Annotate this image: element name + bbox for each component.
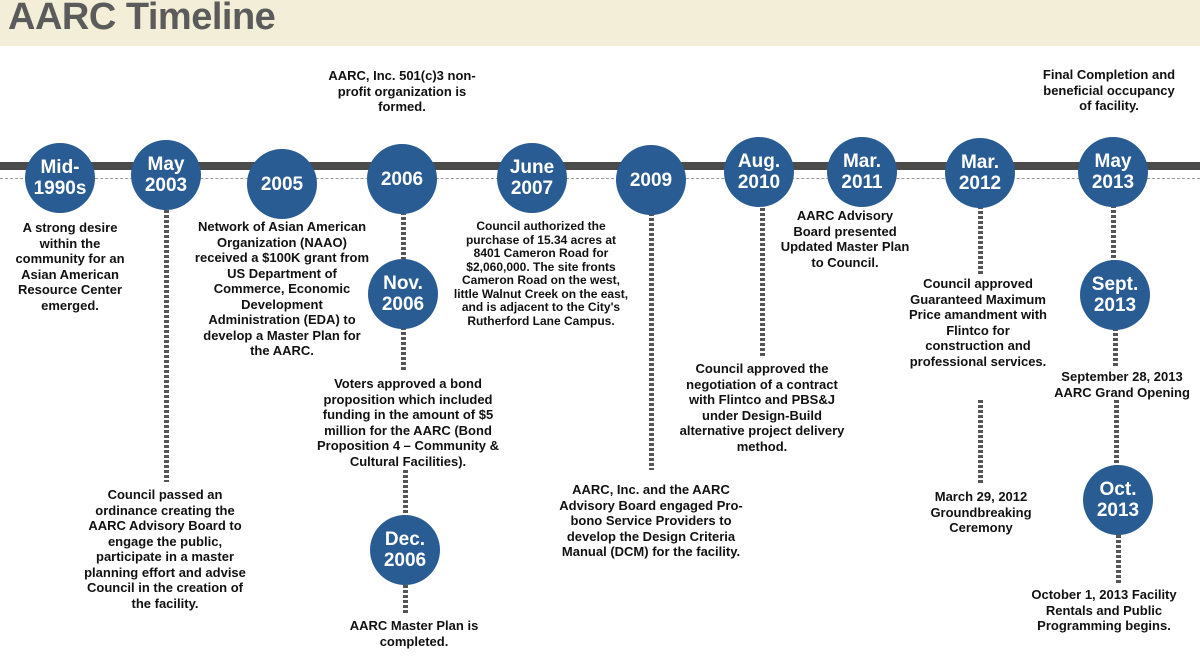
connector	[403, 585, 408, 615]
event-text: AARC, Inc. and the AARC Advisory Board e…	[559, 482, 743, 559]
connector	[978, 400, 983, 485]
date-circle: Mar. 2012	[945, 138, 1015, 208]
page-title: AARC Timeline	[8, 0, 276, 38]
event-text: Final Completion and beneficial occupanc…	[1042, 67, 1176, 113]
event-text: AARC, Inc. 501(c)3 non-profit organizati…	[328, 68, 476, 114]
date-circle: May 2013	[1078, 137, 1148, 207]
event-text: A strong desire within the community for…	[15, 220, 125, 313]
date-circle: Sept. 2013	[1080, 260, 1150, 330]
connector	[649, 208, 654, 470]
event-text: Network of Asian American Organization (…	[194, 219, 370, 358]
date-circle: 2009	[616, 145, 686, 215]
date-circle: Aug. 2010	[724, 137, 794, 207]
timeline-line	[0, 162, 1200, 170]
timeline-dotted-line	[0, 178, 1200, 179]
connector	[164, 210, 169, 482]
header-banner: AARC Timeline	[0, 0, 1200, 46]
connector	[401, 212, 406, 262]
connector	[403, 470, 408, 515]
date-circle: 2005	[247, 149, 317, 219]
connector	[760, 203, 765, 358]
date-circle: Dec. 2006	[370, 515, 440, 585]
date-circle: June 2007	[497, 143, 567, 213]
date-circle: Nov. 2006	[368, 259, 438, 329]
date-circle: Oct. 2013	[1083, 465, 1153, 535]
event-text: Council authorized the purchase of 15.34…	[453, 219, 629, 328]
connector	[1113, 328, 1118, 368]
event-text: Voters approved a bond proposition which…	[316, 376, 499, 469]
event-text: AARC Advisory Board presented Updated Ma…	[780, 208, 910, 270]
date-circle: Mid- 1990s	[25, 143, 95, 213]
connector	[1111, 205, 1116, 265]
connector	[978, 206, 983, 274]
date-circle: Mar. 2011	[827, 137, 897, 207]
date-circle: 2006	[367, 144, 437, 214]
event-text: Council passed an ordinance creating the…	[84, 487, 246, 611]
event-text: October 1, 2013 Facility Rentals and Pub…	[1031, 587, 1177, 633]
connector	[1116, 535, 1121, 585]
connector	[1114, 400, 1119, 466]
event-text: Council approved Guaranteed Maximum Pric…	[909, 276, 1047, 369]
event-text: AARC Master Plan is completed.	[349, 618, 479, 649]
date-circle: May 2003	[131, 140, 201, 210]
connector	[401, 327, 406, 372]
event-text: Council approved the negotiation of a co…	[679, 361, 845, 454]
event-text: March 29, 2012 Groundbreaking Ceremony	[930, 489, 1032, 535]
event-text: September 28, 2013 AARC Grand Opening	[1054, 369, 1190, 400]
